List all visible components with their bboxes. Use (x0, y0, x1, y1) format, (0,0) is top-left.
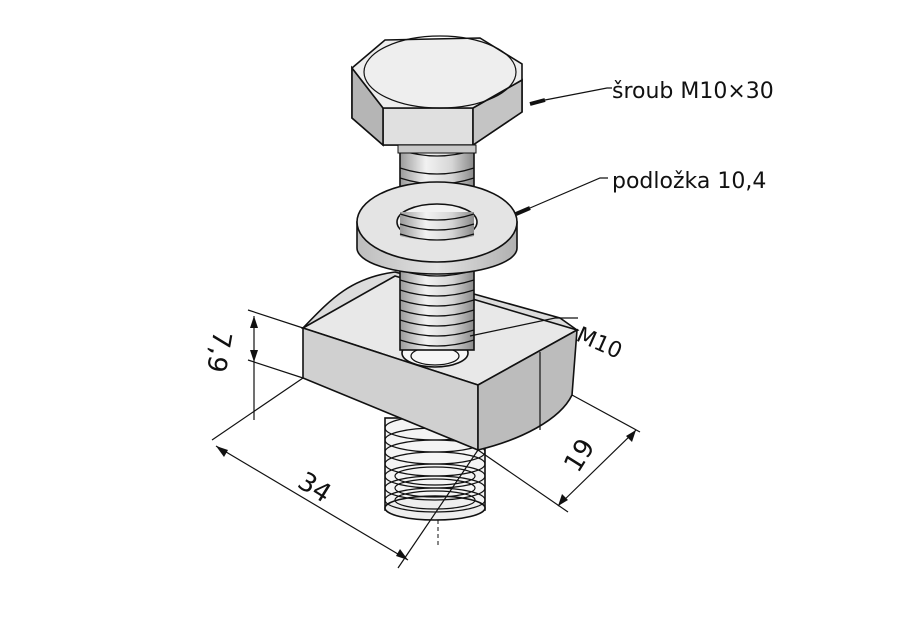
leader-screw (529, 87, 612, 106)
bolt-head (350, 35, 523, 157)
dimension-length-value: 34 (292, 466, 336, 509)
label-washer: podložka 10,4 (612, 169, 766, 194)
washer (356, 181, 518, 275)
dimension-width-value: 19 (558, 434, 601, 478)
leader-washer (515, 177, 608, 216)
label-screw: šroub M10×30 (612, 79, 774, 104)
dimension-length (211, 377, 479, 569)
label-thread: M10 (573, 323, 626, 365)
dimension-height-value: 7,9 (200, 329, 237, 375)
dimension-height (247, 309, 304, 420)
dimension-width (477, 394, 641, 513)
leader-thread (469, 317, 578, 337)
